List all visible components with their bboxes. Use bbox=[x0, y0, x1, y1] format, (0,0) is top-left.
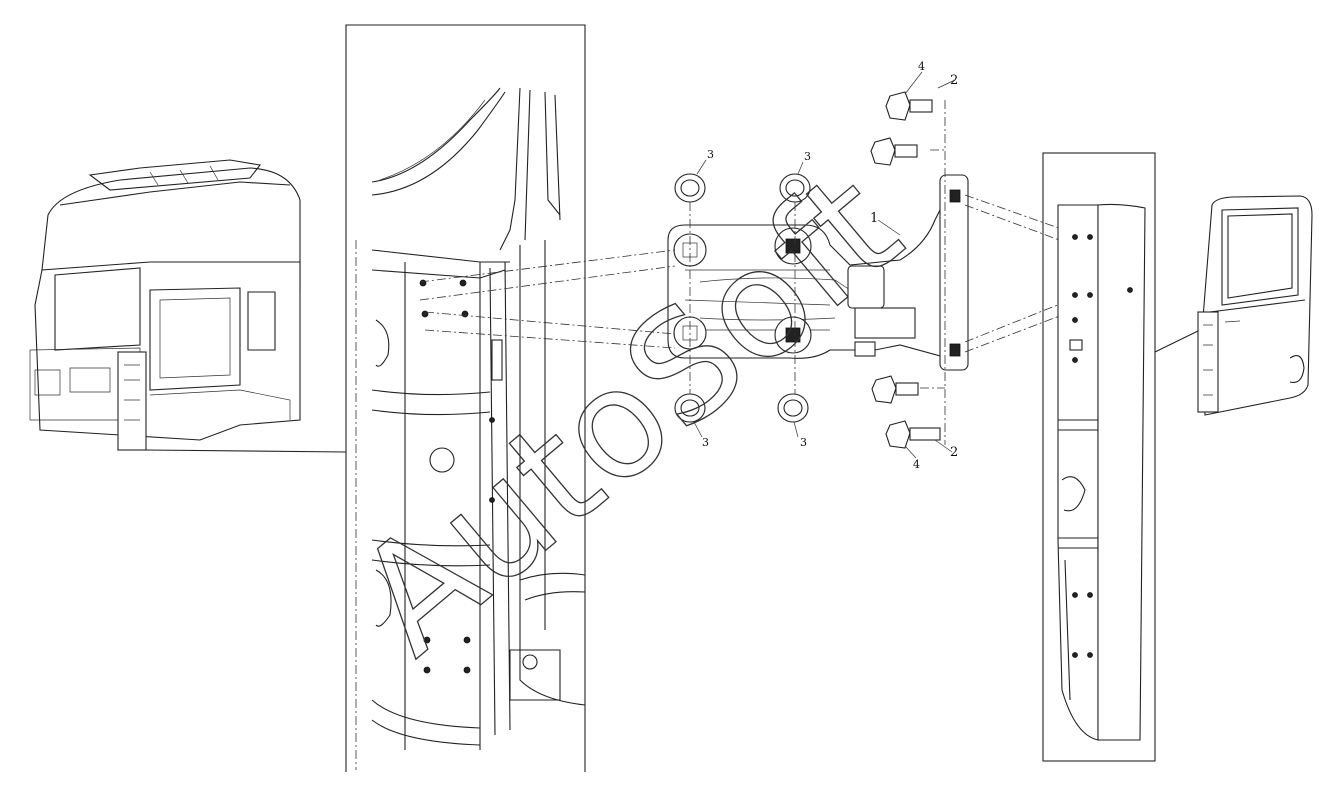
door-edge-detail-panel bbox=[1042, 152, 1201, 762]
washers bbox=[674, 173, 811, 423]
truck-cab-overview bbox=[29, 159, 347, 453]
hinge-location-box bbox=[117, 351, 147, 451]
bolt-bottom-2 bbox=[885, 420, 941, 449]
door-bolt-holes bbox=[1072, 234, 1133, 658]
washer-bottom-right bbox=[777, 393, 809, 423]
callout-3-bottom-left: 3 bbox=[702, 436, 709, 449]
bolt-top-2 bbox=[870, 137, 918, 166]
callout-labels: 1 2 2 3 3 3 3 4 4 bbox=[693, 60, 958, 471]
callout-1: 1 bbox=[870, 211, 878, 226]
bolt-top-1 bbox=[885, 91, 933, 121]
door-hinge-location-box bbox=[1197, 311, 1219, 413]
callout-4-bottom: 4 bbox=[913, 458, 920, 471]
callout-4-top: 4 bbox=[918, 60, 925, 73]
cab-pillar-detail-panel bbox=[345, 24, 586, 772]
assembly-centerlines bbox=[419, 100, 1071, 445]
hinge-assembly bbox=[667, 174, 969, 371]
callout-3-top-right: 3 bbox=[804, 150, 811, 163]
door-overview bbox=[1197, 195, 1313, 416]
callout-2-bottom: 2 bbox=[950, 445, 958, 460]
washer-top-left bbox=[674, 173, 706, 203]
bolts-and-pins bbox=[870, 91, 941, 449]
bolt-bottom-1 bbox=[871, 375, 919, 404]
callout-3-bottom-right: 3 bbox=[800, 436, 807, 449]
callout-3-top-left: 3 bbox=[707, 148, 714, 161]
washer-top-right bbox=[779, 173, 811, 203]
callout-2-top: 2 bbox=[950, 73, 958, 88]
